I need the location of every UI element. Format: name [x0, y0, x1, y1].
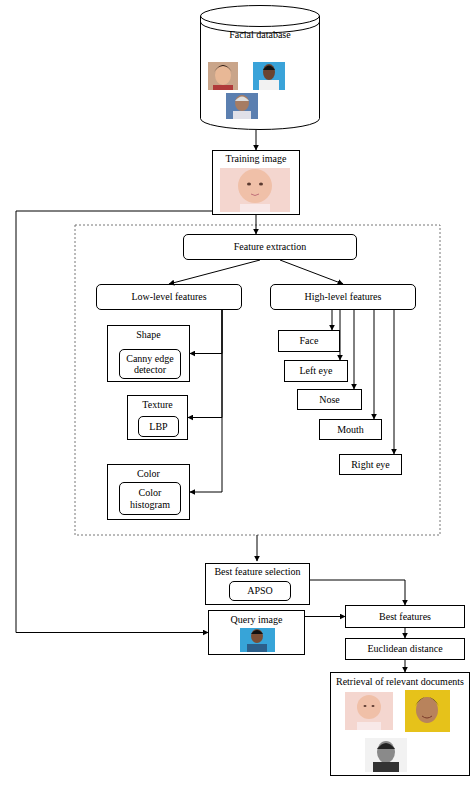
node-label: Texture	[128, 399, 187, 410]
group-box: ShapeCanny edge detector	[107, 325, 190, 382]
node-label: Query image	[209, 614, 304, 625]
flow-arrow	[280, 260, 343, 284]
node-label: Right eye	[351, 459, 390, 470]
process-box: Feature extraction	[183, 234, 357, 260]
process-box: Euclidean distance	[345, 638, 465, 660]
node-label: LBP	[149, 421, 167, 432]
flow-arrow	[190, 310, 222, 354]
face-photo	[405, 690, 450, 732]
baby-photo	[220, 168, 290, 212]
feature-box: Mouth	[319, 419, 382, 440]
result-box: Retrieval of relevant documents	[330, 672, 470, 776]
method-box: Canny edge detector	[119, 349, 181, 379]
flow-arrow	[394, 310, 395, 454]
node-label: Nose	[319, 394, 340, 405]
flow-arrow	[188, 310, 222, 418]
group-box: Best feature selectionAPSO	[205, 563, 310, 605]
node-label: Best feature selection	[206, 566, 309, 577]
node-label: Face	[300, 335, 319, 346]
node-label: Mouth	[337, 424, 364, 435]
feature-box: Left eye	[284, 360, 348, 382]
flow-arrow	[169, 260, 260, 284]
node-label: Retrieval of relevant documents	[331, 676, 469, 687]
database-cylinder: Facial database	[200, 5, 320, 130]
node-label: Euclidean distance	[367, 643, 442, 654]
flow-arrow	[340, 310, 341, 360]
node-label: Training image	[213, 153, 299, 164]
image-box: Training image	[212, 150, 300, 215]
node-label: Color histogram	[122, 487, 178, 509]
process-box: Best features	[345, 605, 465, 628]
flow-arrow	[332, 310, 333, 330]
flow-arrow	[256, 130, 257, 150]
flow-arrow	[405, 628, 406, 638]
group-arrow	[257, 535, 258, 561]
baby-photo	[345, 692, 393, 730]
process-box: Low-level features	[96, 284, 242, 310]
flow-arrow	[305, 616, 345, 617]
flow-arrow	[405, 660, 406, 672]
flow-arrow	[16, 211, 212, 633]
group-box: TextureLBP	[127, 395, 188, 440]
face-photo	[253, 62, 285, 90]
node-label: Left eye	[299, 365, 332, 376]
node-label: Low-level features	[131, 291, 206, 302]
node-label: Feature extraction	[234, 241, 306, 252]
process-box: High-level features	[270, 284, 416, 310]
node-label: Color	[108, 468, 189, 479]
node-label: Facial database	[200, 29, 320, 40]
feature-box: Face	[278, 330, 340, 352]
flow-arrow	[354, 310, 355, 389]
face-photo	[365, 738, 407, 772]
flow-arrow	[374, 310, 375, 419]
method-box: APSO	[229, 581, 291, 601]
flow-arrow	[190, 310, 222, 492]
dotted-group-frame	[75, 225, 440, 535]
method-box: Color histogram	[119, 482, 181, 515]
node-label: APSO	[247, 585, 273, 596]
face-photo	[240, 628, 275, 652]
face-photo	[208, 62, 238, 90]
cylinder-outline	[200, 5, 320, 130]
face-photo	[226, 93, 258, 119]
method-box: LBP	[138, 416, 179, 437]
node-label: Best features	[379, 611, 431, 622]
feature-box: Nose	[297, 389, 362, 410]
feature-box: Right eye	[339, 454, 402, 475]
flow-arrow	[256, 215, 257, 234]
group-box: ColorColor histogram	[107, 464, 190, 520]
flow-arrow	[310, 580, 405, 605]
image-box: Query image	[208, 610, 305, 655]
node-label: Canny edge detector	[122, 353, 178, 375]
node-label: High-level features	[305, 291, 382, 302]
node-label: Shape	[108, 329, 189, 340]
